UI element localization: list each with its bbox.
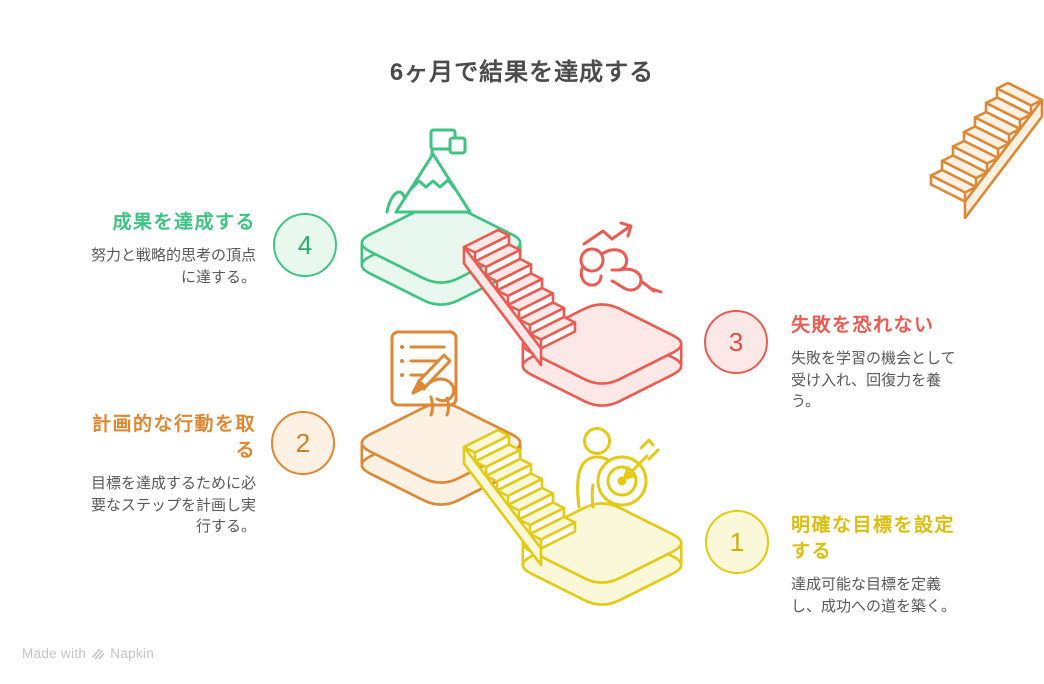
step-4-title: 成果を達成する [112,212,256,233]
step-2-text: 計画的な行動を取る 目標を達成するために必要なステップを計画し実行する。 [80,412,256,538]
made-with-napkin-credit: Made with Napkin [22,646,154,661]
step-4-number: 4 [297,229,313,260]
step-4-number-badge: 4 [273,213,337,277]
goal-target-person-icon [576,427,660,509]
step-1-title: 明確な目標を設定する [791,515,956,562]
step-3-number-badge: 3 [704,310,768,374]
step-2-description: 目標を達成するために必要なステップを計画し実行する。 [90,475,256,535]
napkin-logo-icon [92,648,105,660]
step-3-title: 失敗を恐れない [791,315,935,336]
step-1-text: 明確な目標を設定する 達成可能な目標を定義し、成功への道を築く。 [791,513,967,617]
page-title: 6ヶ月で結果を達成する [389,59,655,86]
resilience-runner-icon [579,221,663,294]
mountain-flag-icon [385,128,472,214]
checklist-pen-icon [390,330,458,417]
step-1-number-badge: 1 [705,510,769,574]
stairs-step2-orange [931,83,1042,218]
step-4-text: 成果を達成する 努力と戦略的思考の頂点に達する。 [80,210,256,288]
napkin-brand-label: Napkin [110,646,155,661]
step-3-text: 失敗を恐れない 失敗を学習の機会として受け入れ、回復力を養う。 [791,313,967,413]
made-with-label: Made with [22,646,87,661]
step-2-title: 計画的な行動を取る [91,414,256,461]
step-3-number: 3 [728,326,744,357]
step-2-number: 2 [295,427,311,458]
step-3-description: 失敗を学習の機会として受け入れ、回復力を養う。 [791,350,956,410]
step-4-description: 努力と戦略的思考の頂点に達する。 [90,247,256,286]
step-1-number: 1 [729,526,745,557]
step-2-number-badge: 2 [271,411,335,475]
step-1-description: 達成可能な目標を定義し、成功への道を築く。 [791,576,957,615]
